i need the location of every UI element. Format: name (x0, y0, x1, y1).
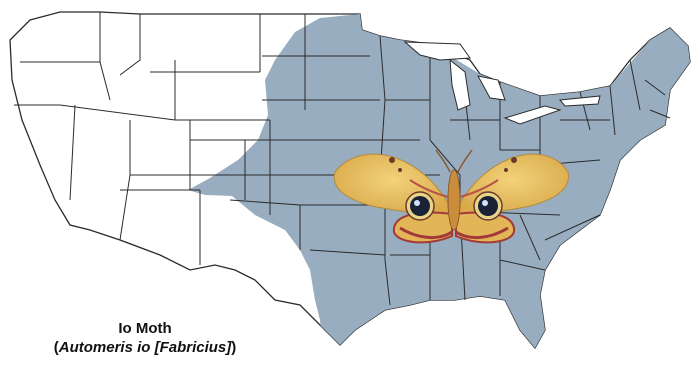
species-common-name: Io Moth (118, 320, 172, 337)
great-lakes (403, 41, 601, 125)
open-paren: ( (53, 339, 59, 356)
io-moth-icon (333, 149, 569, 244)
scientific-name-text: Automeris io [Fabricius] (58, 339, 232, 356)
species-scientific-name: (Automeris io [Fabricius]) (0, 339, 290, 357)
close-paren: ) (231, 339, 237, 356)
